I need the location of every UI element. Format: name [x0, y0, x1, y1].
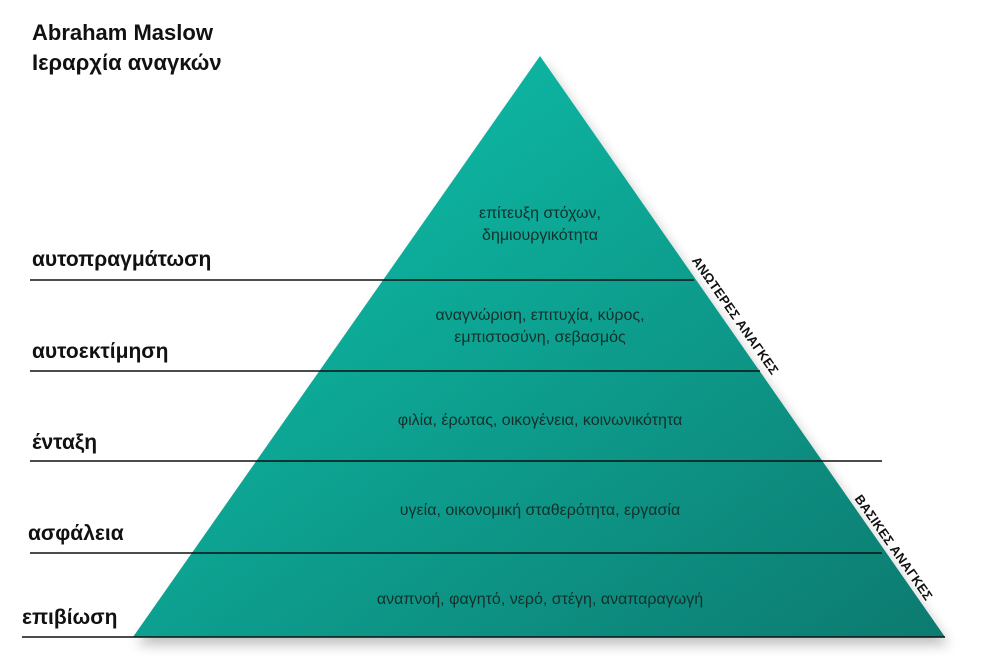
description-line: φιλία, έρωτας, οικογένεια, κοινωνικότητα: [397, 412, 683, 429]
description-line: αναπνοή, φαγητό, νερό, στέγη, αναπαραγωγ…: [376, 591, 704, 608]
level-label-survival: επιβίωση: [22, 606, 118, 629]
diagram-title-subject: Ιεραρχία αναγκών: [32, 50, 222, 75]
level-description-belonging: φιλία, έρωτας, οικογένεια, κοινωνικότητα: [340, 410, 740, 432]
level-label-esteem: αυτοεκτίμηση: [32, 340, 169, 363]
description-line: αναγνώριση, επιτυχία, κύρος,: [435, 307, 645, 324]
level-description-safety: υγεία, οικονομική σταθερότητα, εργασία: [340, 500, 740, 522]
diagram-title-author: Abraham Maslow: [32, 20, 213, 45]
description-line: επίτευξη στόχων,: [478, 205, 601, 222]
level-description-survival: αναπνοή, φαγητό, νερό, στέγη, αναπαραγωγ…: [320, 589, 760, 611]
pyramid-triangle: [133, 56, 945, 637]
level-description-esteem: αναγνώριση, επιτυχία, κύρος, εμπιστοσύνη…: [390, 305, 690, 349]
level-label-safety: ασφάλεια: [28, 522, 124, 545]
description-line: εμπιστοσύνη, σεβασμός: [454, 329, 626, 346]
level-description-self-actualization: επίτευξη στόχων, δημιουργικότητα: [440, 203, 640, 247]
level-label-belonging: ένταξη: [32, 431, 98, 454]
level-label-self-actualization: αυτοπραγμάτωση: [32, 248, 212, 271]
description-line: δημιουργικότητα: [482, 227, 598, 244]
description-line: υγεία, οικονομική σταθερότητα, εργασία: [399, 502, 681, 519]
